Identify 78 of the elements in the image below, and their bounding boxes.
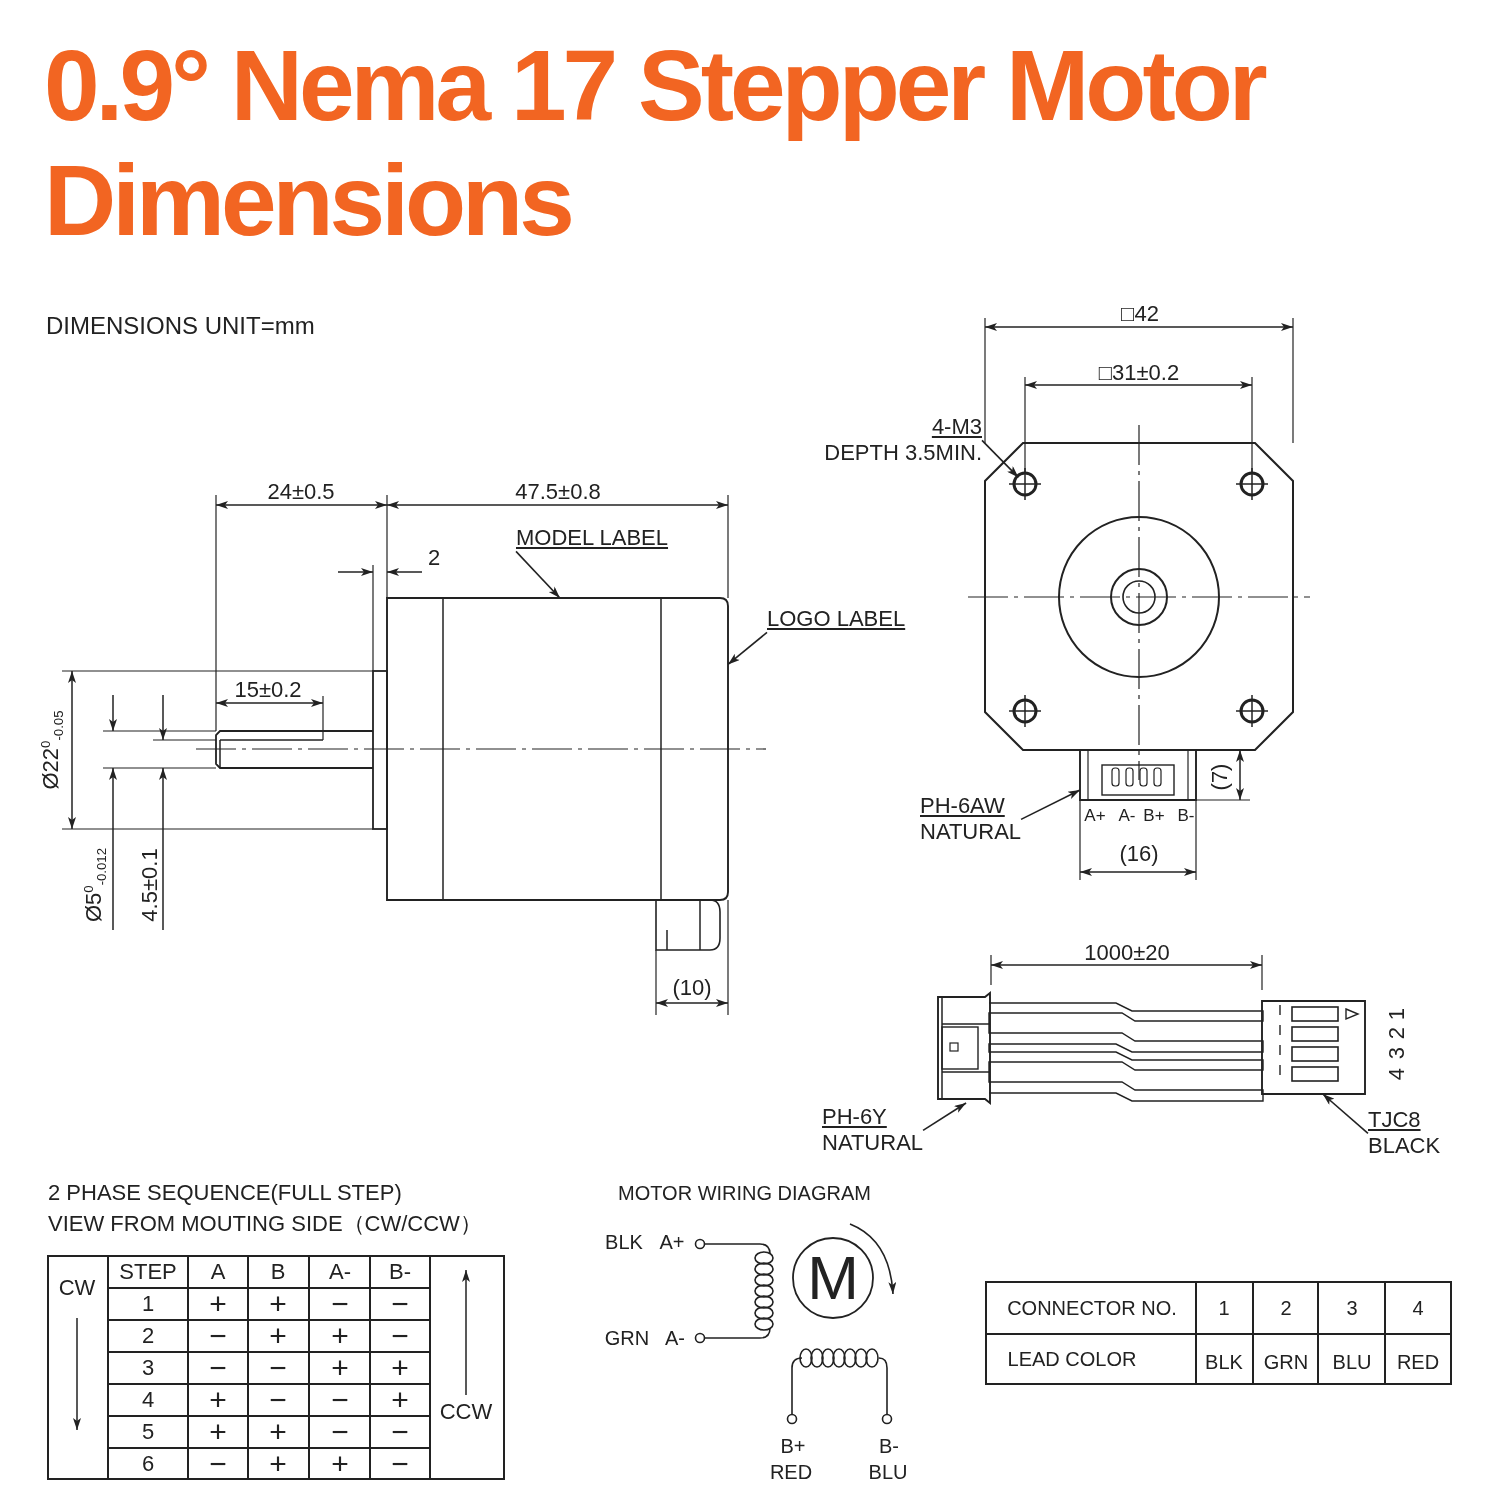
callout-text: 4-M3 (930, 414, 982, 441)
table-entry: 4 (1412, 1296, 1424, 1320)
pin-number: 2 (1384, 1026, 1410, 1040)
callout-text: NATURAL (822, 1130, 924, 1157)
dimension-text: (7) (1207, 763, 1233, 791)
pin-number: 1 (1384, 1007, 1410, 1021)
callout-text: MODEL LABEL (516, 525, 669, 552)
cable-wires (988, 1002, 1264, 1102)
leader-line (727, 631, 768, 666)
dimension-text: 47.5±0.8 (515, 479, 601, 505)
step-number: 4 (141, 1387, 155, 1413)
cable-plug (1261, 1000, 1366, 1095)
wire-color: GRN (604, 1326, 650, 1350)
diagram-heading: MOTOR WIRING DIAGRAM (618, 1182, 871, 1205)
dimension-text: (16) (1119, 841, 1159, 867)
dimension-text: 4.5±0.1 (137, 848, 163, 922)
callout-text: PH-6AW (920, 793, 1006, 820)
dimension-text: 24±0.5 (267, 479, 335, 505)
table-heading: VIEW FROM MOUTING SIDE（CW/CCW） (48, 1211, 482, 1237)
wire-color: BLU (868, 1460, 908, 1484)
leader-line (981, 439, 1020, 479)
table-heading: 2 PHASE SEQUENCE(FULL STEP) (48, 1180, 402, 1206)
leader-line (515, 550, 561, 599)
table-entry: 2 (1280, 1296, 1292, 1320)
table-entry: BLK (1205, 1350, 1243, 1374)
table-header: B (270, 1259, 286, 1285)
wire-color: BLK (605, 1230, 643, 1254)
terminal-name: B- (879, 1434, 899, 1458)
leader-line (922, 1102, 967, 1132)
callout-text: BLACK (1368, 1133, 1441, 1160)
table-header: B- (389, 1259, 411, 1285)
terminal-name: B+ (780, 1434, 806, 1458)
dimension-text: □42 (1121, 301, 1159, 327)
step-number: 5 (141, 1419, 155, 1445)
dimension-text: (10) (672, 975, 712, 1001)
dimension-text: 15±0.2 (234, 677, 302, 703)
motor-body (386, 597, 729, 901)
pin-name: A+ (1084, 806, 1106, 826)
terminal-name: A- (665, 1326, 685, 1350)
unit-note: DIMENSIONS UNIT=mm (46, 312, 315, 340)
motor-connector (1079, 749, 1197, 801)
step-number: 2 (141, 1323, 155, 1349)
callout-text: PH-6Y (822, 1104, 888, 1131)
step-number: 6 (141, 1451, 155, 1477)
dimension-text: 2 (427, 545, 441, 571)
title: 0.9° Nema 17 Stepper Motor Dimensions (44, 28, 1266, 258)
mounting-hole (1012, 471, 1038, 497)
table-entry: RED (1396, 1350, 1440, 1374)
step-number: 1 (141, 1291, 155, 1317)
table-entry: GRN (1263, 1350, 1309, 1374)
pin-number: 3 (1384, 1046, 1410, 1060)
pin-name: B- (1177, 806, 1195, 826)
leader-line (1020, 789, 1081, 821)
leader-line (1321, 1093, 1369, 1135)
table-entry: CCW (439, 1399, 493, 1425)
table-entry: BLU (1332, 1350, 1372, 1374)
terminal-name: A+ (659, 1230, 685, 1254)
pin-name: A- (1118, 806, 1136, 826)
table-header: LEAD COLOR (1007, 1347, 1137, 1371)
callout-text: DEPTH 3.5MIN. (823, 440, 982, 467)
table-header: A (210, 1259, 226, 1285)
table-header: STEP (119, 1259, 177, 1285)
dimension-text: □31±0.2 (1098, 360, 1180, 386)
motor-symbol-letter: M (807, 1242, 859, 1314)
callout-text: NATURAL (920, 819, 1022, 846)
wire-color: RED (769, 1460, 813, 1484)
pin-number: 4 (1384, 1067, 1410, 1081)
step-number: 3 (141, 1355, 155, 1381)
table-entry: 1 (1218, 1296, 1230, 1320)
table-entry: 3 (1346, 1296, 1358, 1320)
table-entry: CW (58, 1275, 96, 1301)
cable-plug (937, 991, 991, 1105)
table-header: A- (329, 1259, 351, 1285)
table-header: CONNECTOR NO. (1007, 1296, 1177, 1320)
dimension-text: 1000±20 (1084, 940, 1170, 966)
pin-name: B+ (1143, 806, 1165, 826)
callout-text: TJC8 (1368, 1107, 1422, 1134)
callout-text: LOGO LABEL (767, 606, 906, 633)
